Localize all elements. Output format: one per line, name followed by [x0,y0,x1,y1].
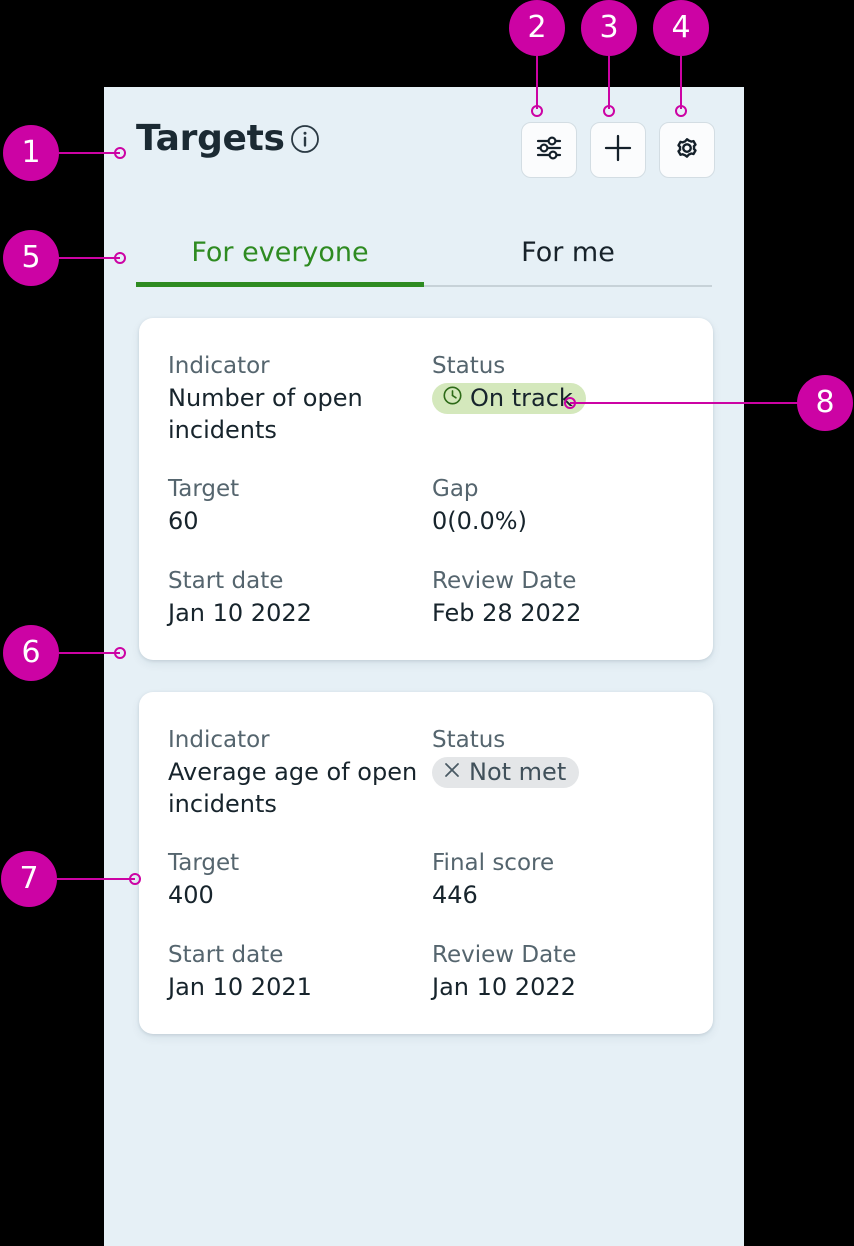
start-date-value: Jan 10 2022 [168,599,312,627]
status-cell: Status On track [432,350,697,414]
start-date-label: Start date [168,942,284,968]
annotation-anchor-5 [114,252,126,264]
annotation-anchor-2 [531,105,543,117]
start-date-value: Jan 10 2021 [168,973,312,1001]
tab-bar: For everyone For me [136,229,712,289]
annotation-badge-8: 8 [797,375,853,431]
annotation-badge-3: 3 [581,0,637,56]
target-label: Target [168,850,240,876]
target-label: Target [168,476,240,502]
card-row-dates: Start date Jan 10 2021 Review Date Jan 1… [139,939,713,1031]
info-circle-icon[interactable] [290,124,320,154]
tab-for-everyone-indicator [136,282,424,287]
annotation-anchor-1 [114,147,126,159]
target-card[interactable]: Indicator Number of open incidents Statu… [139,318,713,660]
target-cell: Target 60 [168,473,433,537]
gap-value: 0(0.0%) [432,507,527,535]
target-cell: Target 400 [168,847,433,911]
start-date-label: Start date [168,568,284,594]
review-date-cell: Review Date Jan 10 2022 [432,939,697,1003]
annotation-leader-4 [680,56,682,109]
annotation-leader-2 [536,56,538,109]
indicator-label: Indicator [168,353,270,379]
target-value: 60 [168,507,199,535]
status-label: Status [432,727,506,753]
annotation-anchor-4 [675,105,687,117]
targets-app-panel: Targets [104,87,744,1246]
card-row-target-score: Target 400 Final score 446 [139,847,713,939]
status-badge: Not met [432,757,580,788]
card-row-target-gap: Target 60 Gap 0(0.0%) [139,473,713,565]
filter-button[interactable] [521,122,577,178]
plus-icon [602,132,634,168]
card-row-dates: Start date Jan 10 2022 Review Date Feb 2… [139,565,713,657]
final-score-cell: Final score 446 [432,847,697,911]
indicator-cell: Indicator Average age of open incidents [168,724,433,820]
review-date-value: Feb 28 2022 [432,599,582,627]
gap-cell: Gap 0(0.0%) [432,473,697,537]
gear-icon [672,133,702,167]
final-score-value: 446 [432,881,478,909]
status-badge-label: Not met [469,758,567,786]
status-badge-label: On track [470,384,573,412]
annotation-badge-5: 5 [3,230,59,286]
target-value: 400 [168,881,214,909]
review-date-label: Review Date [432,942,577,968]
review-date-label: Review Date [432,568,577,594]
header-action-buttons [521,122,715,178]
final-score-label: Final score [432,850,555,876]
annotation-leader-6 [59,652,120,654]
review-date-value: Jan 10 2022 [432,973,576,1001]
tab-for-me-indicator [424,285,712,287]
card-row-indicator-status: Indicator Number of open incidents Statu… [139,350,713,444]
close-x-icon [442,757,462,788]
annotation-anchor-7 [129,873,141,885]
start-date-cell: Start date Jan 10 2021 [168,939,433,1003]
indicator-cell: Indicator Number of open incidents [168,350,433,446]
annotation-anchor-3 [603,105,615,117]
indicator-label: Indicator [168,727,270,753]
gap-label: Gap [432,476,479,502]
sliders-filter-icon [534,133,564,167]
tab-for-me[interactable]: For me [521,237,615,268]
annotation-leader-7 [57,878,135,880]
annotation-leader-8 [570,402,800,404]
annotation-leader-5 [59,257,120,259]
app-header: Targets [104,87,744,199]
page-title: Targets [136,118,285,159]
indicator-value: Number of open incidents [168,384,363,444]
indicator-value: Average age of open incidents [168,758,418,818]
status-label: Status [432,353,506,379]
annotation-badge-6: 6 [3,625,59,681]
clock-icon [442,383,463,414]
add-button[interactable] [590,122,646,178]
annotation-badge-1: 1 [3,125,59,181]
annotation-badge-2: 2 [509,0,565,56]
review-date-cell: Review Date Feb 28 2022 [432,565,697,629]
start-date-cell: Start date Jan 10 2022 [168,565,433,629]
target-card[interactable]: Indicator Average age of open incidents … [139,692,713,1034]
settings-button[interactable] [659,122,715,178]
annotation-anchor-8 [564,397,576,409]
card-row-indicator-status: Indicator Average age of open incidents … [139,724,713,818]
annotation-anchor-6 [114,647,126,659]
annotation-badge-7: 7 [1,851,57,907]
status-badge: On track [432,383,586,414]
status-cell: Status Not met [432,724,697,788]
tab-for-everyone[interactable]: For everyone [191,237,369,268]
annotation-leader-1 [59,152,120,154]
annotation-badge-4: 4 [653,0,709,56]
annotation-leader-3 [608,56,610,109]
